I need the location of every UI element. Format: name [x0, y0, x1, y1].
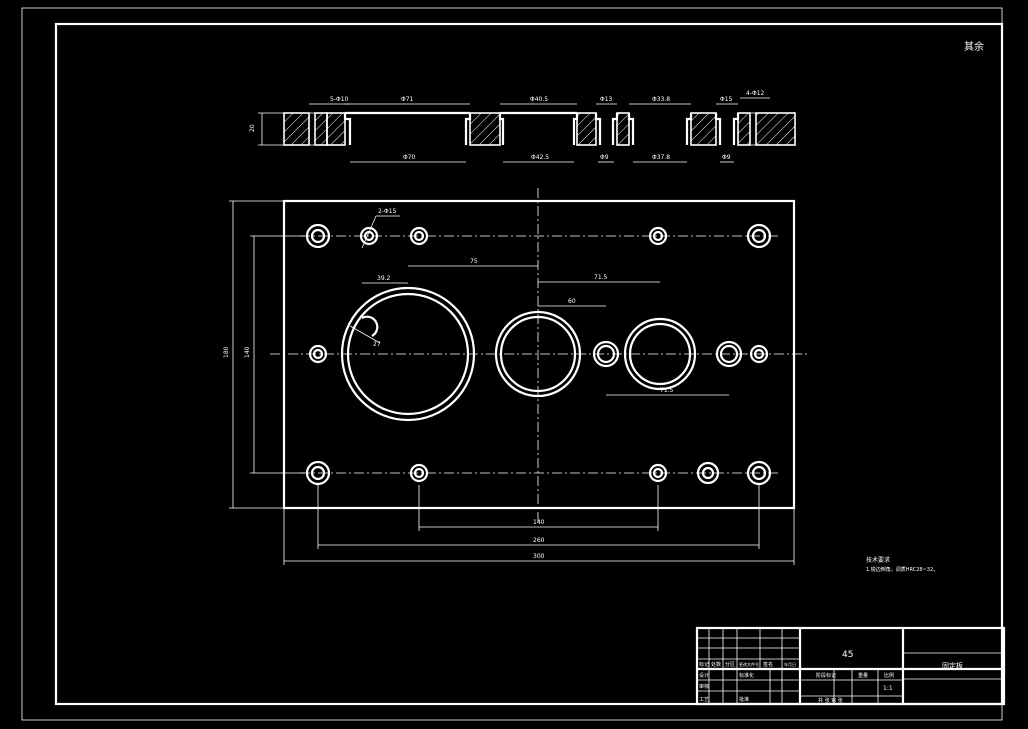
- section-solid-8: [737, 112, 751, 146]
- bore-large-outer: [340, 286, 476, 422]
- dim-top-6: Φ15: [720, 96, 733, 103]
- dim-bottom-1: Φ70: [403, 154, 416, 161]
- section-solid-6: [616, 112, 630, 146]
- keyway-notch: [361, 315, 379, 337]
- hole-callout: 2-Φ15: [378, 208, 397, 215]
- tb-label-mark: 标记: [699, 661, 709, 668]
- dim-width-300: 300: [533, 553, 545, 560]
- counterbore-large: [343, 111, 472, 145]
- dim-top-4: Φ13: [600, 96, 613, 103]
- guide-hole-right-outer: [715, 340, 743, 368]
- tb-sheet-label: 共 张 第 张: [818, 697, 843, 704]
- section-solid-1: [283, 112, 310, 146]
- guide-hole-left-inner: [596, 344, 616, 364]
- tb-scale-label: 比例: [884, 672, 894, 679]
- dim-bottom-3: Φ9: [600, 154, 609, 161]
- guide-hole-right-inner: [719, 344, 739, 364]
- dim-height-outer: 180: [223, 346, 230, 358]
- section-solid-5: [576, 112, 597, 146]
- plate-outline: [282, 199, 796, 510]
- drawing-frame: [54, 22, 1004, 706]
- section-view: 20 5-Φ10 Φ71 Φ40.5 Φ13 Φ33.8 Φ15 4-Φ12 Φ…: [249, 90, 796, 163]
- dim-top-3: Φ40.5: [530, 96, 548, 103]
- section-hole-1: [308, 112, 316, 146]
- dim-right: 71.5: [660, 387, 674, 394]
- dim-top-5: Φ33.8: [652, 96, 670, 103]
- tech-notes-line1: 1.锐边倒角，调质HRC28~32。: [866, 566, 938, 573]
- dim-60: 60: [568, 298, 576, 305]
- dim-thickness: 20: [249, 124, 256, 132]
- tb-material: 45: [842, 650, 853, 660]
- dim-top-1: 5-Φ10: [330, 96, 349, 103]
- tb-stage-label: 阶段标记: [816, 672, 836, 679]
- section-solid-7: [690, 112, 717, 146]
- tb-weight-label: 重量: [858, 672, 868, 679]
- tech-notes-heading: 技术要求: [866, 556, 890, 564]
- tb-label-date: 年月日: [784, 661, 796, 667]
- tb-label-review: 审核: [699, 683, 709, 690]
- outer-sheet-border: [21, 7, 1003, 721]
- title-block: 标记 处数 分区 更改文件号 签名 年月日 设计 标准化 审核 工艺 批准 45…: [695, 626, 1006, 706]
- dim-75: 75: [470, 258, 478, 265]
- counterbore-small: [594, 113, 619, 145]
- tb-label-design: 设计: [699, 672, 709, 679]
- section-solid-9: [755, 112, 796, 146]
- guide-hole-left-outer: [592, 340, 620, 368]
- tb-label-zone: 分区: [725, 661, 735, 668]
- section-solid-4: [469, 112, 501, 146]
- dim-top-7: 4-Φ12: [746, 90, 765, 97]
- dim-39-2: 39.2: [377, 275, 391, 282]
- bore-medium-inner: [499, 315, 577, 393]
- tb-label-approve: 批准: [739, 696, 749, 703]
- bore-right-inner: [628, 322, 692, 386]
- counterbore-right: [627, 113, 693, 145]
- section-solid-2: [314, 112, 328, 146]
- section-hole-2: [749, 112, 757, 146]
- corner-mark: 其余: [964, 40, 984, 53]
- dim-width-140: 140: [533, 519, 545, 526]
- tb-label-signature: 签名: [763, 661, 773, 668]
- bore-right-outer: [623, 317, 697, 391]
- bore-medium-outer: [494, 310, 582, 398]
- tb-scale-value: 1:1: [883, 685, 893, 692]
- dim-height-inner: 140: [244, 346, 251, 358]
- counterbore-pin: [714, 113, 740, 145]
- tb-label-count: 处数: [711, 661, 721, 668]
- dim-27: 27: [373, 341, 381, 348]
- dim-bottom-5: Φ9: [722, 154, 731, 161]
- dim-width-260: 260: [533, 537, 545, 544]
- bore-large-inner: [346, 292, 470, 416]
- dim-bottom-4: Φ37.8: [652, 154, 670, 161]
- dim-bottom-2: Φ42.5: [531, 154, 549, 161]
- tb-label-change-doc: 更改文件号: [739, 661, 759, 667]
- tb-label-standard: 标准化: [739, 672, 754, 679]
- tb-label-process: 工艺: [699, 697, 709, 703]
- tb-part-name: 固定板: [942, 661, 963, 670]
- section-solid-3: [326, 112, 346, 146]
- counterbore-medium: [498, 111, 579, 145]
- plan-view: 180 140 2-Φ15 75 39.2 71.5 60 27 71.5 14…: [223, 188, 808, 565]
- dim-top-2: Φ71: [401, 96, 414, 103]
- dim-71-5: 71.5: [594, 274, 608, 281]
